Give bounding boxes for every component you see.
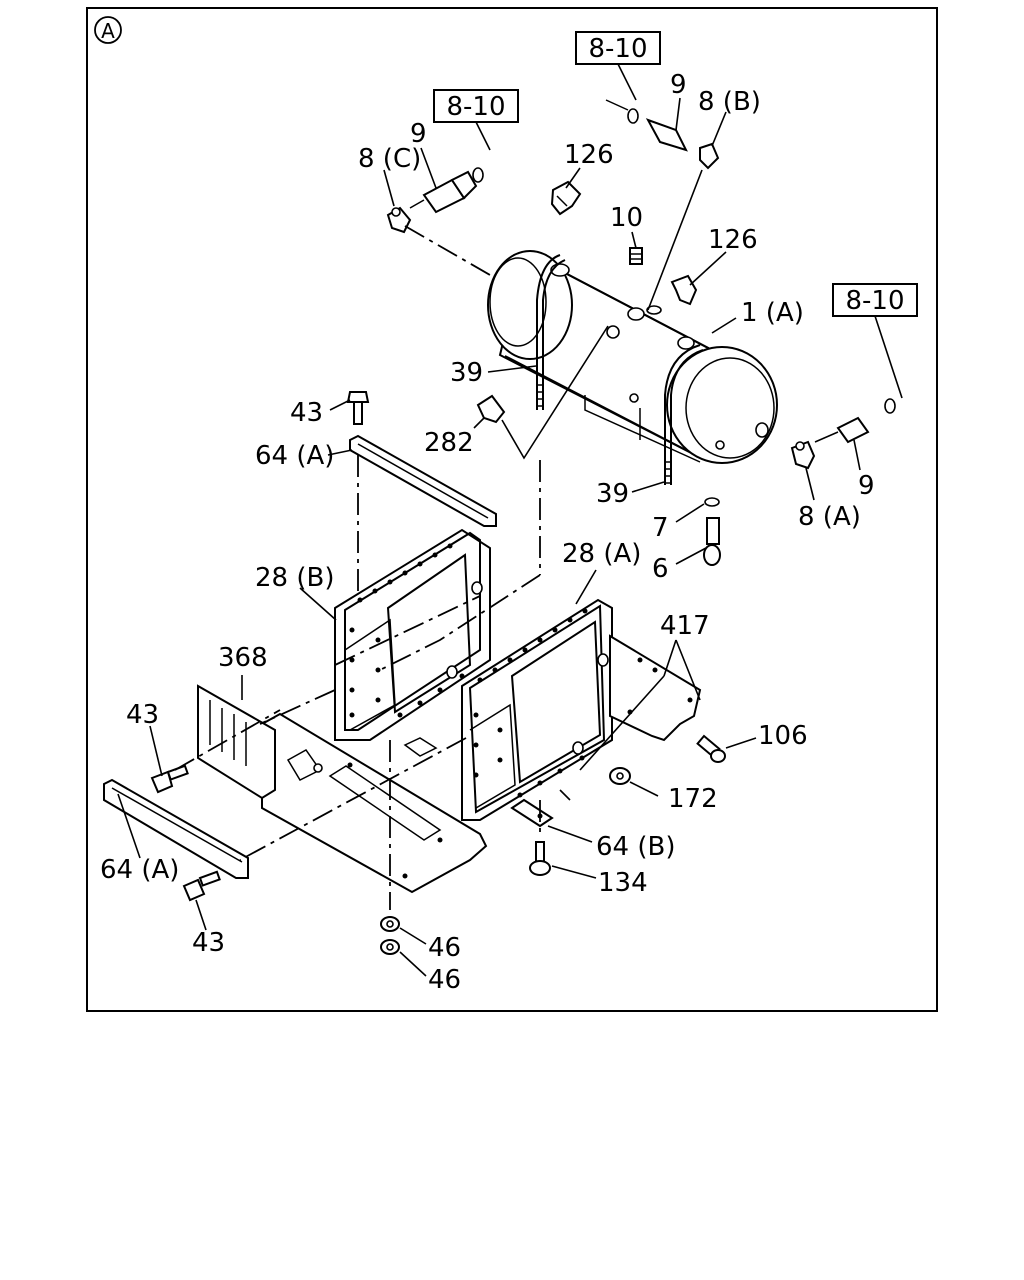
callout-46-a: 46 <box>428 933 461 963</box>
base-plate <box>261 712 488 894</box>
callout-39-a: 39 <box>450 358 483 388</box>
callout-9-left: 9 <box>410 119 427 149</box>
holes-28a <box>473 608 588 798</box>
valve-8a <box>790 440 816 470</box>
callout-417: 417 <box>660 611 710 641</box>
callout-134: 134 <box>598 868 648 898</box>
drain-valve-6 <box>703 497 721 566</box>
svg-text:8-10: 8-10 <box>588 34 647 64</box>
bracket-64a-bottom <box>103 778 249 879</box>
valve-9-left <box>409 167 484 214</box>
reference-box-1[interactable]: 8-10 <box>575 31 661 65</box>
bolt-134 <box>529 841 551 876</box>
bracket-28b <box>334 528 491 741</box>
callout-43-a: 43 <box>290 398 323 428</box>
callout-7: 7 <box>652 513 669 543</box>
callout-10: 10 <box>610 203 643 233</box>
elbow-fitting-126-b <box>670 274 698 306</box>
valve-8c <box>386 206 491 276</box>
bracket-28a <box>461 598 613 821</box>
reference-box-2[interactable]: 8-10 <box>433 89 519 123</box>
callout-126-a: 126 <box>564 140 614 170</box>
elbow-fitting-126-a <box>550 180 582 216</box>
u-bolt-left <box>536 254 566 410</box>
bolt-43-b <box>150 764 189 794</box>
callout-6: 6 <box>652 554 669 584</box>
callout-43-c: 43 <box>192 928 225 958</box>
callout-8a: 8 (A) <box>798 502 861 532</box>
callout-282: 282 <box>424 428 474 458</box>
callout-43-b: 43 <box>126 700 159 730</box>
callout-39-b: 39 <box>596 479 629 509</box>
callout-28a: 28 (A) <box>562 539 641 569</box>
bolt-43-a <box>346 391 370 425</box>
air-tank <box>487 250 778 464</box>
bolt-106 <box>696 734 726 763</box>
u-bolt-right <box>664 344 704 485</box>
bracket-64a-top <box>349 434 497 527</box>
callout-64b: 64 (B) <box>596 832 675 862</box>
callout-126-b: 126 <box>708 225 758 255</box>
callout-28b: 28 (B) <box>255 563 334 593</box>
callout-8c: 8 (C) <box>358 144 421 174</box>
plate-368 <box>197 684 276 800</box>
fitting-282 <box>476 394 506 424</box>
callout-64a-top: 64 (A) <box>255 441 334 471</box>
callout-1a: 1 (A) <box>741 298 804 328</box>
plate-417 <box>609 634 702 742</box>
nut-46-b <box>380 939 400 955</box>
bolt-43-c <box>182 870 221 902</box>
strip-64b <box>510 798 554 828</box>
diagram-frame <box>86 7 938 1012</box>
callout-106: 106 <box>758 721 808 751</box>
callout-172: 172 <box>668 784 718 814</box>
svg-text:8-10: 8-10 <box>446 92 505 122</box>
nut-46-a <box>380 916 400 932</box>
nut-172 <box>609 767 631 785</box>
valve-8b <box>699 142 720 170</box>
reference-box-3[interactable]: 8-10 <box>832 283 918 317</box>
callout-368: 368 <box>218 643 268 673</box>
callout-9-top: 9 <box>670 70 687 100</box>
callout-9-right: 9 <box>858 471 875 501</box>
valve-9-right <box>814 398 896 444</box>
callout-8b: 8 (B) <box>698 87 761 117</box>
callout-64a-bottom: 64 (A) <box>100 855 179 885</box>
section-marker: A <box>94 16 122 44</box>
holes-28b <box>349 543 465 718</box>
svg-text:A: A <box>101 19 115 43</box>
valve-9-top <box>605 99 688 152</box>
callout-46-b: 46 <box>428 965 461 995</box>
svg-text:8-10: 8-10 <box>845 286 904 316</box>
plug-10 <box>629 247 643 265</box>
